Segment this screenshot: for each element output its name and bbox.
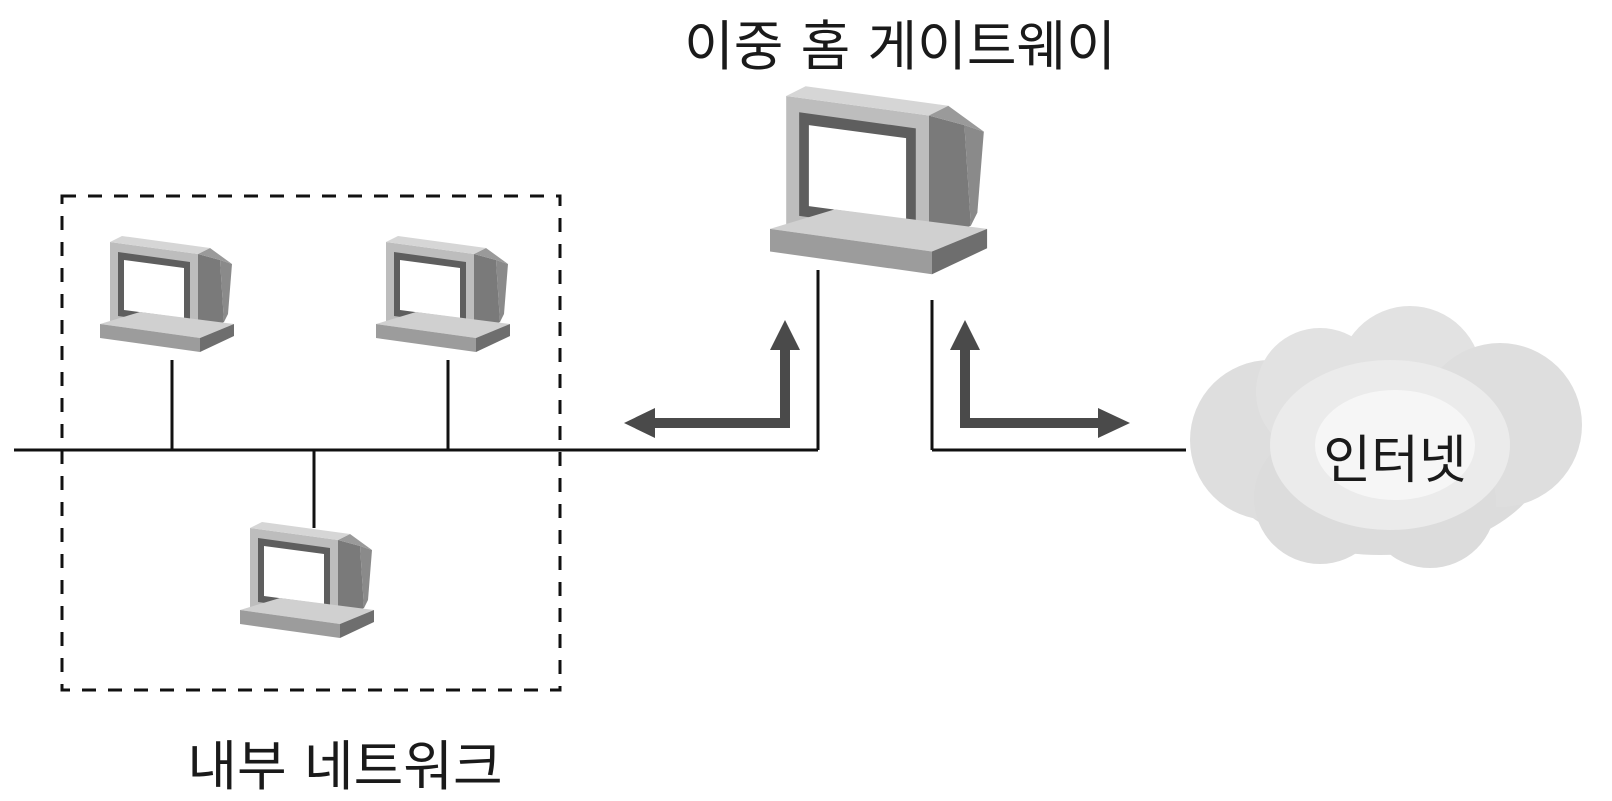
external-traffic-arrow — [950, 320, 1130, 438]
internal-traffic-arrow — [624, 320, 800, 438]
internet-label: 인터넷 — [1323, 431, 1467, 491]
host-3-computer-icon — [240, 522, 374, 638]
gateway-computer-icon — [770, 86, 988, 275]
host-2-computer-icon — [376, 236, 510, 352]
host-1-computer-icon — [100, 236, 234, 352]
internal-network-label: 내부 네트워크 — [187, 735, 503, 798]
internet-cloud-icon — [1190, 306, 1582, 568]
gateway-label: 이중 홈 게이트웨이 — [684, 15, 1116, 78]
